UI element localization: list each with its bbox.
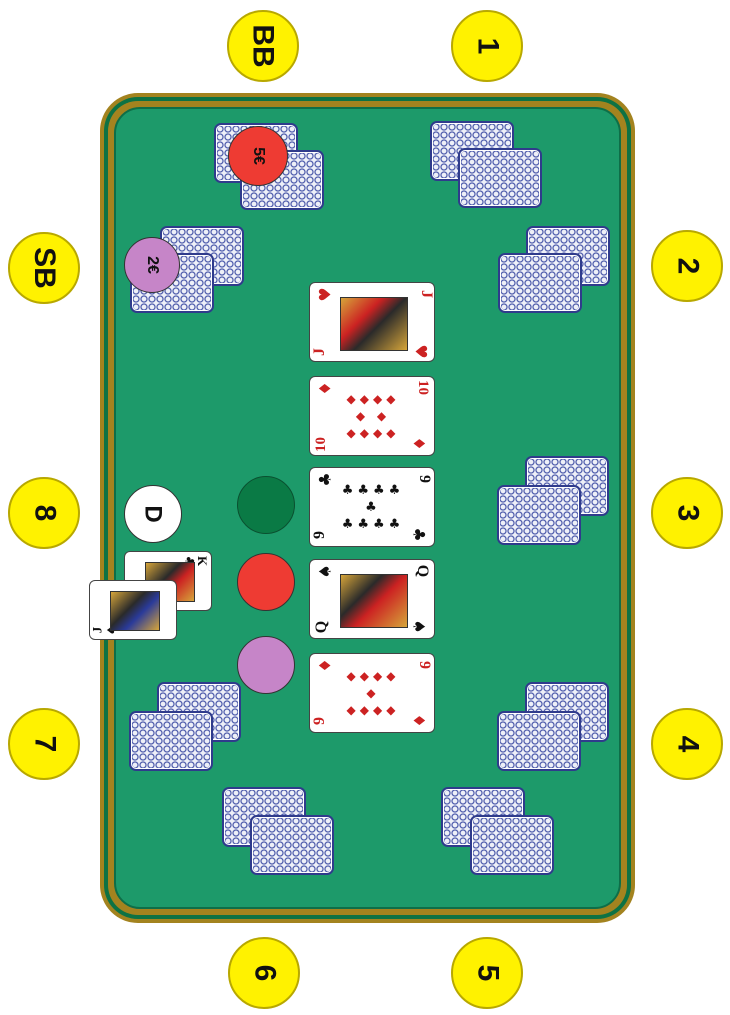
court-art: [340, 297, 408, 351]
seat-label: 4: [670, 736, 704, 753]
seat-small-blind[interactable]: SB: [8, 232, 80, 304]
card-rank: 10: [313, 437, 330, 452]
card-rank: 9: [311, 531, 329, 539]
card-suit: ♥: [316, 287, 335, 301]
seat-label: 3: [670, 505, 704, 522]
seat-4[interactable]: 4: [651, 708, 723, 780]
card-back: [497, 711, 581, 771]
board-card: 10 ♦ 10 ♦ ◆◆◆◆◆ ◆◆◆◆◆: [309, 376, 435, 456]
seat-6[interactable]: 6: [228, 937, 300, 1009]
card-back: [470, 815, 554, 875]
card-rank: Q: [313, 621, 331, 633]
seat-label: 5: [470, 965, 504, 982]
card-rank: J: [311, 348, 329, 356]
board-card: J ♥ J ♥: [309, 282, 435, 362]
board-card: Q ♠ Q ♠: [309, 559, 435, 639]
big-blind-chip: 5€: [228, 126, 288, 186]
chip-value: 5€: [249, 147, 267, 165]
card-rank: 9: [415, 475, 433, 483]
seat-7[interactable]: 7: [8, 708, 80, 780]
chip-value: 2€: [143, 256, 161, 274]
card-pips: ◆◆◆◆◆ ◆◆◆◆◆: [340, 391, 406, 443]
dealer-label: D: [139, 505, 167, 522]
pot-chip-green: [237, 476, 295, 534]
card-back: [129, 711, 213, 771]
board-card: 9 ♣ 9 ♣ ♣♣♣♣♣♣♣♣♣: [309, 467, 435, 547]
card-pips: ◆◆◆◆◆◆◆◆◆: [340, 668, 406, 720]
seat-8[interactable]: 8: [8, 477, 80, 549]
seat-5[interactable]: 5: [451, 937, 523, 1009]
card-rank: 9: [311, 717, 329, 725]
seat-label: 7: [27, 736, 61, 753]
card-rank: Q: [413, 565, 431, 577]
seat-big-blind[interactable]: BB: [227, 10, 299, 82]
card-rank: J: [417, 290, 435, 298]
seat-label: 1: [470, 38, 504, 55]
seat-1[interactable]: 1: [451, 10, 523, 82]
card-suit: ♠: [409, 619, 428, 633]
card-back: [498, 253, 582, 313]
seat-label: SB: [27, 247, 61, 289]
pot-chip-purple: [237, 636, 295, 694]
seat-label: 8: [27, 505, 61, 522]
seat-2[interactable]: 2: [651, 230, 723, 302]
seat-3[interactable]: 3: [651, 477, 723, 549]
card-rank: 9: [415, 661, 433, 669]
card-suit: ♣: [409, 527, 428, 541]
card-back: [458, 148, 542, 208]
card-back: [497, 485, 581, 545]
pot-chip-red: [237, 553, 295, 611]
card-rank: J: [89, 627, 105, 634]
court-art: [340, 574, 408, 628]
card-back: [250, 815, 334, 875]
card-suit: ♦: [409, 436, 428, 450]
dealer-button: D: [124, 485, 182, 543]
hero-card[interactable]: J ♠: [89, 580, 177, 640]
card-rank: 10: [414, 380, 431, 395]
board-card: 9 ♦ 9 ♦ ◆◆◆◆◆◆◆◆◆: [309, 653, 435, 733]
seat-label: 2: [670, 258, 704, 275]
card-suit: ♥: [411, 344, 430, 358]
card-suit: ♦: [316, 658, 335, 672]
seat-label: 6: [247, 965, 281, 982]
court-art: [110, 591, 160, 631]
card-suit: ♦: [316, 381, 335, 395]
card-suit: ♣: [316, 472, 335, 486]
seat-label: BB: [246, 24, 280, 67]
card-suit: ♠: [316, 564, 335, 578]
card-suit: ♦: [409, 713, 428, 727]
card-pips: ♣♣♣♣♣♣♣♣♣: [340, 482, 406, 534]
small-blind-chip: 2€: [124, 237, 180, 293]
